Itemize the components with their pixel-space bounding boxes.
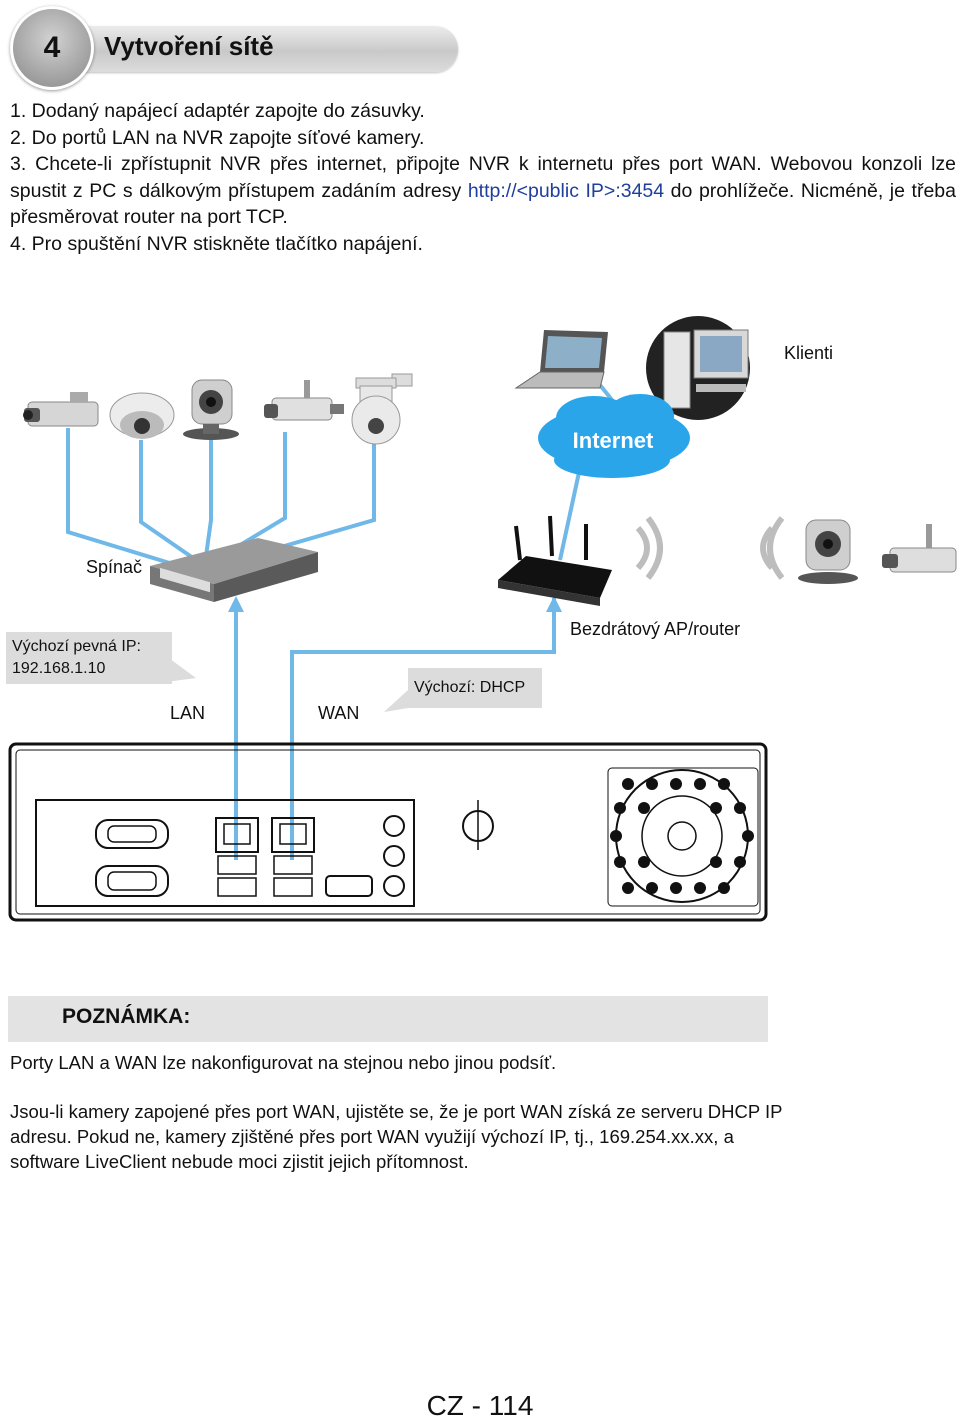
default-ip-label: Výchozí pevná IP: <box>12 638 141 655</box>
cable-camera-4 <box>220 432 287 558</box>
internet-cloud-icon <box>538 394 690 478</box>
cable-internet-laptop <box>598 383 614 402</box>
step-3-text: 3. Chcete-li zpřístupnit NVR přes intern… <box>10 153 956 202</box>
steps-list: 1. Dodaný napájecí adaptér zapojte do zá… <box>10 98 956 257</box>
cable-wan-router <box>290 598 556 860</box>
page-number: CZ - 114 <box>426 1390 534 1421</box>
ip-callout-tail <box>166 656 196 682</box>
fan-grille-holes <box>610 778 754 894</box>
nvr-rear-panel <box>8 742 768 922</box>
default-ip-callout: Výchozí pevná IP: 192.168.1.10 <box>6 632 172 684</box>
section-number: 4 <box>43 31 61 64</box>
note-paragraph-1: Porty LAN a WAN lze nakonfigurovat na st… <box>10 1052 557 1073</box>
lan-label: LAN <box>170 703 206 723</box>
internet-label: Internet <box>573 428 654 453</box>
note-header-bar <box>8 996 768 1042</box>
clients-label: Klienti <box>784 343 834 363</box>
dhcp-callout-tail <box>384 690 408 712</box>
remote-url-link[interactable]: http://<public IP>:3454 <box>467 179 665 202</box>
laptop-icon <box>514 330 608 389</box>
camera-box-1-icon <box>23 392 99 427</box>
section-title: Vytvoření sítě <box>104 31 274 61</box>
switch-label: Spínač <box>86 557 143 577</box>
camera-speed-dome-icon <box>351 373 413 445</box>
cable-camera-2 <box>139 440 198 562</box>
camera-box-2-icon <box>264 380 344 421</box>
wifi-signal-icon <box>635 516 785 580</box>
router-label: Bezdrátový AP/router <box>570 619 741 639</box>
arrow-router <box>546 596 562 612</box>
step-3: 3. Chcete-li zpřístupnit NVR přes intern… <box>10 151 956 231</box>
step-4: 4. Pro spuštění NVR stiskněte tlačítko n… <box>10 232 423 255</box>
cable-camera-1 <box>66 428 187 570</box>
step-2: 2. Do portů LAN na NVR zapojte síťové ka… <box>10 126 425 149</box>
wireless-router-icon <box>498 515 612 606</box>
wan-port <box>271 817 315 853</box>
note-paragraph-2: Jsou-li kamery zapojené přes port WAN, u… <box>10 1101 783 1172</box>
default-ip-value: 192.168.1.10 <box>12 660 106 677</box>
dhcp-callout: Výchozí: DHCP <box>408 668 542 708</box>
step-3-text-end: do prohlížeče. Nicméně, je třeba přesměr… <box>10 179 956 229</box>
wireless-camera-box-icon <box>882 524 957 573</box>
section-number-badge <box>10 6 94 90</box>
wireless-camera-cube-icon <box>798 519 858 584</box>
cable-camera-3 <box>204 440 213 557</box>
camera-ptz-cube-icon <box>183 379 239 440</box>
section-header-bar <box>40 26 458 72</box>
wan-label: WAN <box>318 703 360 723</box>
step-1: 1. Dodaný napájecí adaptér zapojte do zá… <box>10 100 425 122</box>
lan-port <box>215 817 259 853</box>
camera-dome-icon <box>109 392 175 439</box>
desktop-pc-icon <box>646 316 750 420</box>
arrow-lan <box>228 596 244 612</box>
note-title: POZNÁMKA: <box>62 1005 191 1028</box>
switch-icon <box>150 538 318 602</box>
